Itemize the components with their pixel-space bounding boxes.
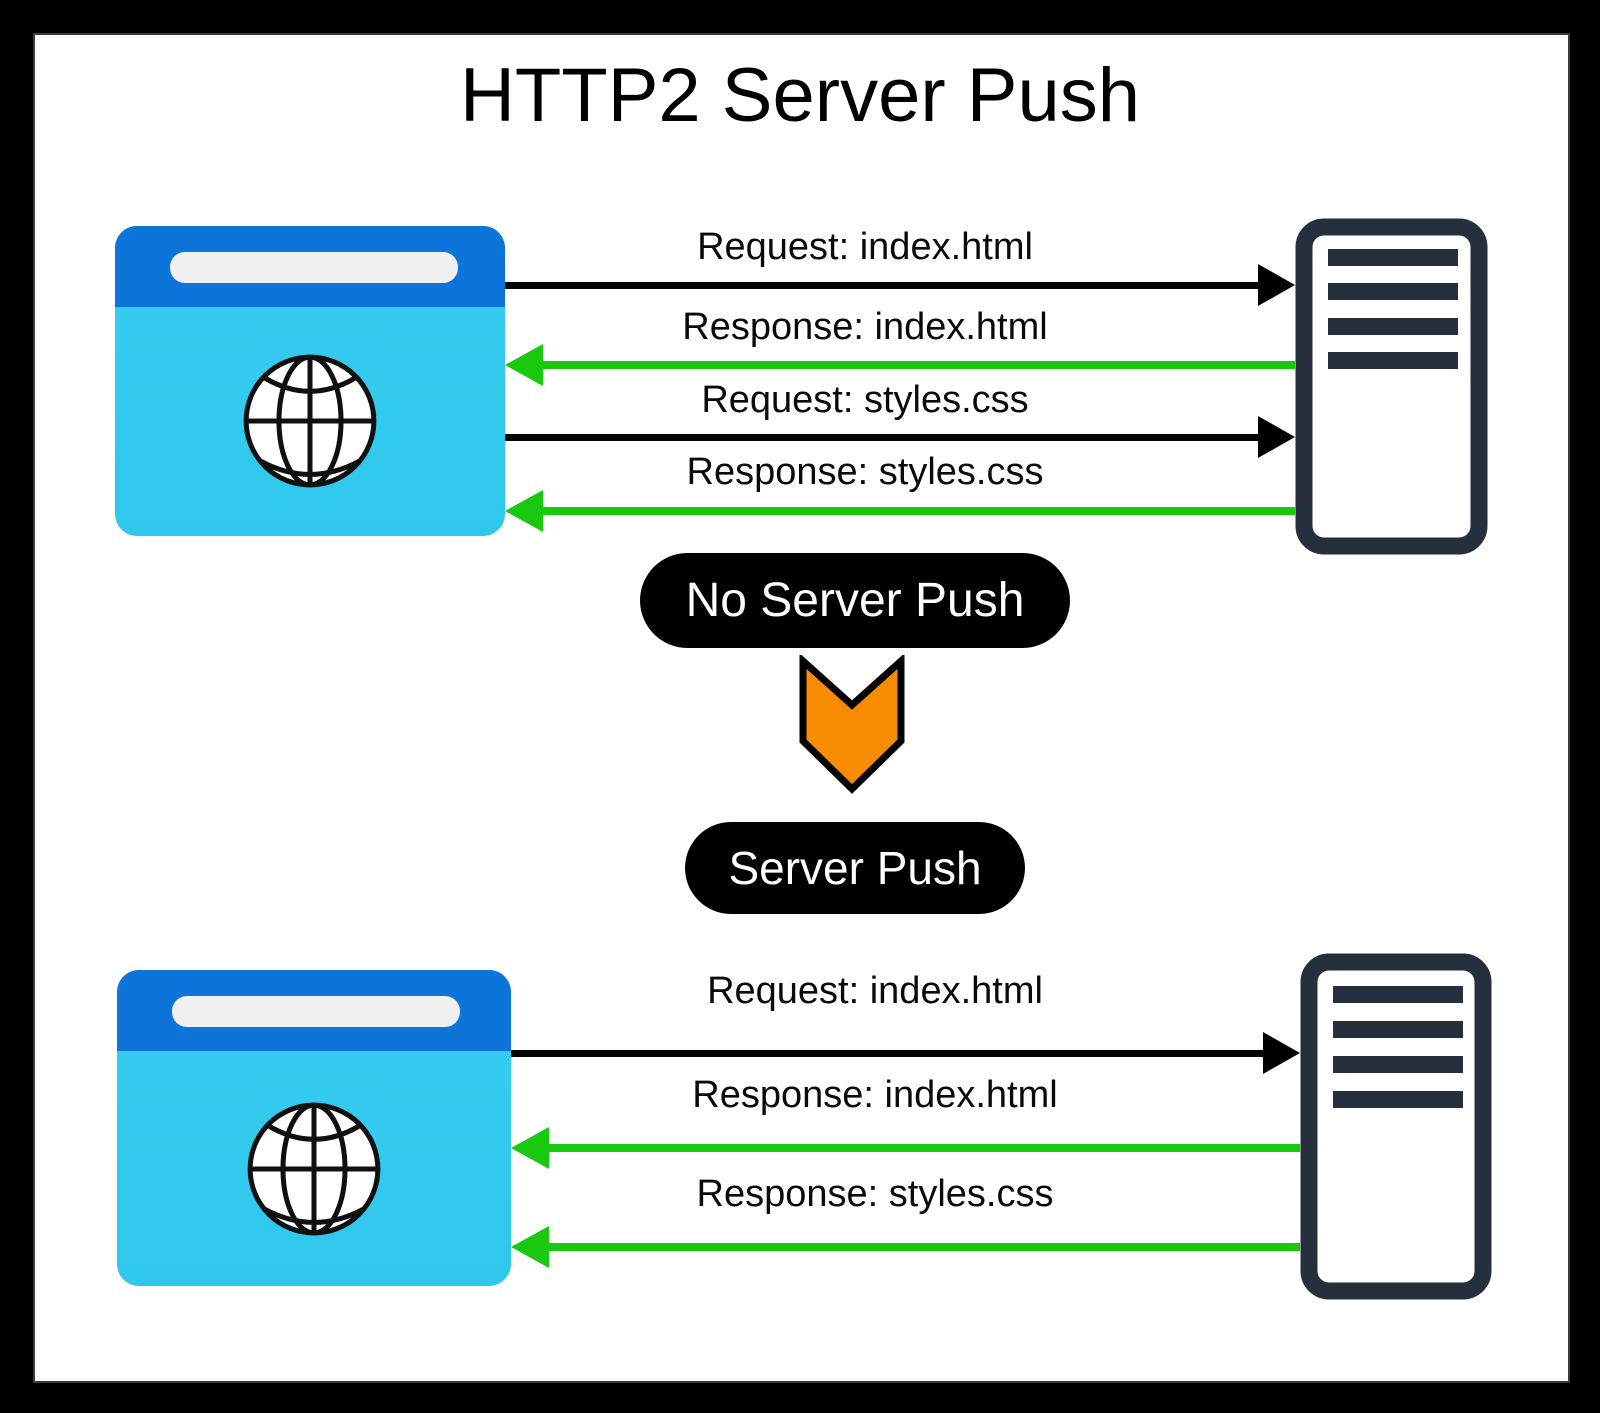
message-label: Response: index.html [692,1074,1058,1116]
address-bar [172,996,460,1027]
message-label: Request: index.html [697,226,1033,268]
request-arrow [505,416,1295,458]
response-arrow [511,1226,1300,1268]
browser-icon [117,970,511,1286]
message-label: Request: styles.css [701,379,1029,421]
response-arrow [505,344,1295,386]
message-label: Response: index.html [682,306,1048,348]
no-server-push-badge: No Server Push [640,553,1070,648]
server-icon [1300,953,1492,1300]
message-label: Response: styles.css [696,1173,1054,1215]
browser-titlebar [115,226,505,307]
down-chevron-arrow-icon [799,655,905,794]
diagram-title: HTTP2 Server Push [460,53,1140,138]
message-label: Response: styles.css [686,451,1044,493]
globe-icon [243,354,377,488]
response-arrow [511,1127,1300,1169]
address-bar [170,252,458,283]
globe-icon [247,1102,381,1236]
request-arrow [505,264,1295,306]
message-label: Request: index.html [707,970,1043,1012]
browser-titlebar [117,970,511,1051]
server-push-badge: Server Push [685,822,1025,914]
response-arrow [505,490,1295,532]
request-arrow [511,1032,1300,1074]
server-icon [1295,218,1488,555]
browser-icon [115,226,505,536]
